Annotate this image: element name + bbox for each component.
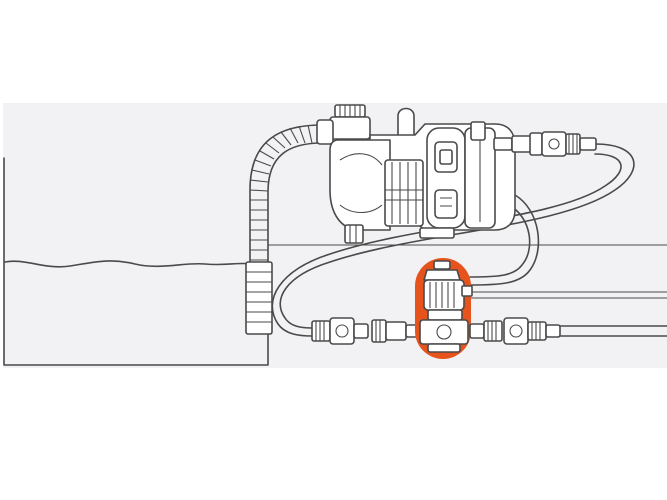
connecting-hose xyxy=(469,194,667,299)
pressure-hose xyxy=(271,143,635,337)
outlet-hose-coupling-icon xyxy=(469,317,561,345)
hose-coupling-icon xyxy=(311,317,419,345)
outlet-coupling-icon xyxy=(511,131,597,157)
suction-hose-icon xyxy=(245,124,323,335)
garden-pump-icon xyxy=(316,104,516,244)
pre-filter-icon xyxy=(415,258,473,359)
outgoing-hose xyxy=(559,325,667,337)
